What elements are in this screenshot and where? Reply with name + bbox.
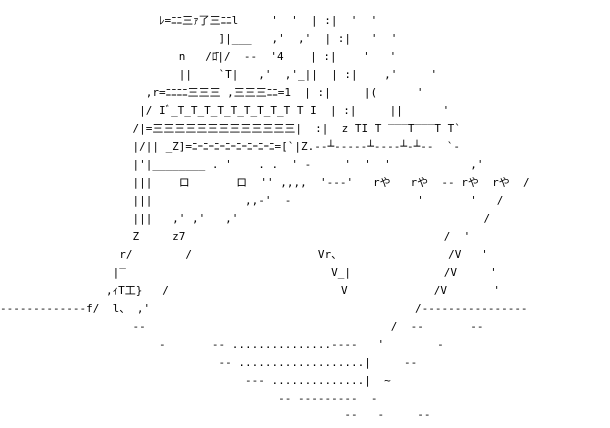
art-line: n /ﾛ̄|/ -- '4 | :| ' ' bbox=[0, 50, 397, 63]
art-line: |/ Iﾞ_T_T_T_T_T_T_T_T_T T I | :| || ' bbox=[0, 104, 450, 117]
art-line: |‾ V_| /V ' bbox=[0, 266, 497, 279]
art-line: ,r=ﾆﾆﾆﾆ三三三 ,三三三ﾆﾆ=1 | :| |( ' bbox=[0, 86, 424, 99]
art-line: ,ｨT工} / V /V ' bbox=[0, 284, 500, 297]
art-line: r/ / Vr、 /V ' bbox=[0, 248, 488, 261]
art-line: ‐‐ / ‐‐ ‐‐ bbox=[0, 320, 484, 333]
art-line: ‐‐ ‐‐‐‐‐‐‐‐‐ ‐ bbox=[0, 392, 378, 405]
art-line: ]|___ ,' ,' | :| ' ' bbox=[0, 32, 398, 45]
art-line: ‐ ‐‐ ...............‐‐‐‐ ' ‐ bbox=[0, 338, 444, 351]
art-line: ||| ,,‐' ‐ ' ' / bbox=[0, 194, 504, 207]
art-line: ||| ,' ,' ,' / bbox=[0, 212, 491, 225]
art-line: |'|________ . ' . . ' ‐ ' ' ' ,' bbox=[0, 158, 484, 171]
art-line: ﾚ=ﾆﾆ三ｧ了三ﾆﾆl ' ' | :| ' ' bbox=[0, 14, 378, 27]
art-line: ‐‐ ‐ ‐‐ bbox=[0, 408, 431, 421]
art-line: ||| ロ ロ '' ,,,, '‐‐‐' rや rや ‐‐ rや rや / bbox=[0, 176, 530, 189]
art-line: || `T| ,' ,'_|| | :| ,' ' bbox=[0, 68, 438, 81]
art-line: /|=三三三三三三三三三三三三三| :| z TI T ‾‾‾T‾‾‾T T` bbox=[0, 122, 461, 135]
art-line: Z z7 / ' bbox=[0, 230, 471, 243]
art-line: ‐‐‐‐‐‐‐‐‐‐‐‐‐f/ l、 ,' /‐‐‐‐‐‐‐‐‐‐‐‐‐‐‐‐ bbox=[0, 302, 528, 315]
art-line: ‐‐ ...................| ‐‐ bbox=[0, 356, 418, 369]
art-line: ‐‐‐ ..............| ~ bbox=[0, 374, 391, 387]
art-line: |/|| _Z]=ﾆｰﾆｰﾆｰﾆｰﾆｰﾆｰﾆｰﾆ=[`|Z.‐‐┴‐‐‐‐‐┴‐… bbox=[0, 140, 460, 153]
